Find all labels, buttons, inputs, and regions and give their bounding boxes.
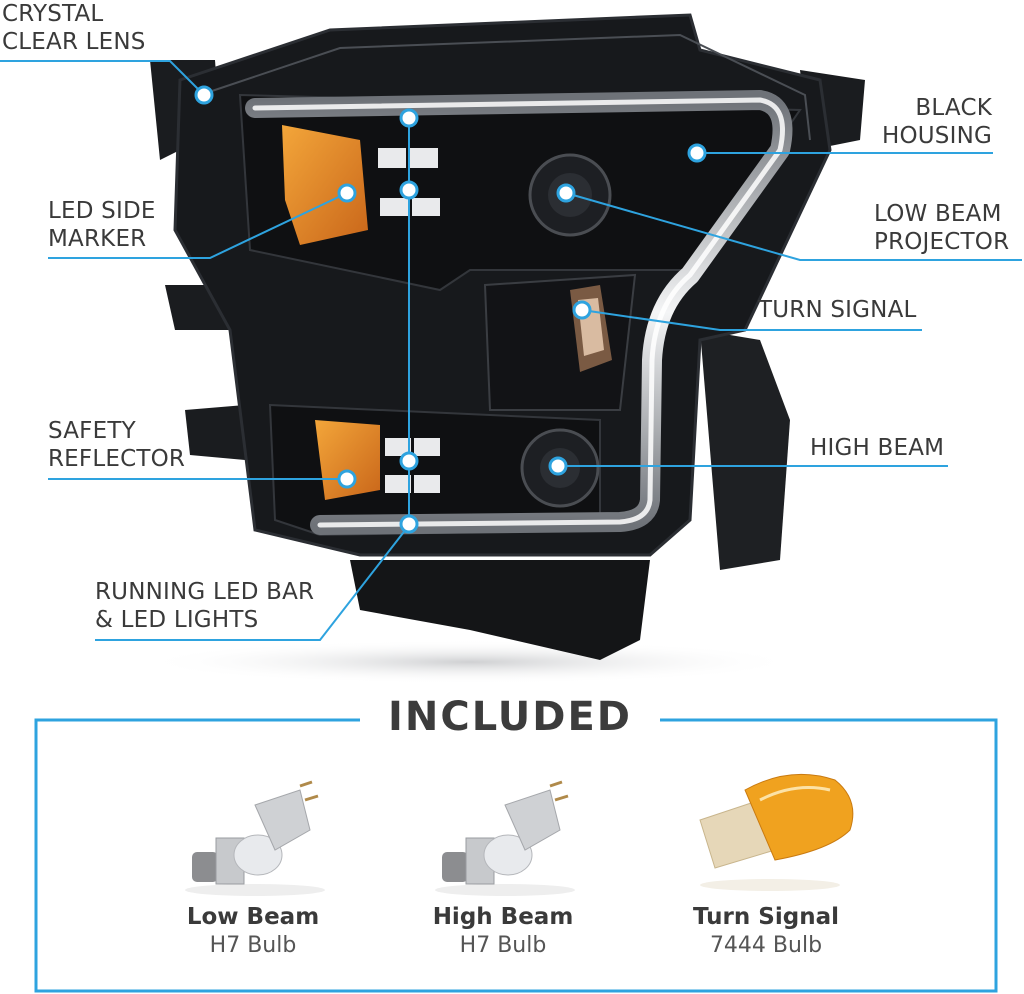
bulb-name: Turn Signal <box>693 904 839 930</box>
callout-led-side-marker: LED SIDE MARKER <box>48 197 156 253</box>
amber-7444-bulb-icon <box>699 773 854 891</box>
callout-black-housing: BLACK HOUSING <box>882 94 992 150</box>
dot-high-beam <box>548 456 568 476</box>
led-light-block <box>414 438 440 456</box>
callout-text: RUNNING LED BAR <box>95 579 315 605</box>
led-light-block <box>412 198 440 216</box>
bulb-name: Low Beam <box>186 904 320 930</box>
callout-text: CLEAR LENS <box>2 29 146 55</box>
callout-turn-signal: TURN SIGNAL <box>758 296 917 324</box>
callout-text: PROJECTOR <box>874 229 1010 255</box>
dot-led-light-lower <box>399 451 419 471</box>
callout-dots <box>194 85 707 534</box>
callout-running-led-bar: RUNNING LED BAR & LED LIGHTS <box>95 578 314 634</box>
callout-text: CRYSTAL <box>2 1 104 27</box>
callout-text: LED SIDE <box>48 198 156 224</box>
bulb-type: H7 Bulb <box>209 933 297 958</box>
rear-housing <box>700 330 790 570</box>
callout-text: REFLECTOR <box>48 446 186 472</box>
dot-led-light-top <box>399 108 419 128</box>
left-lower-tab <box>185 405 245 460</box>
dot-running-led-bar <box>399 514 419 534</box>
upper-chamber <box>238 93 802 292</box>
included-item-turn-signal: Turn Signal 7444 Bulb <box>656 902 876 960</box>
callout-text: MARKER <box>48 226 147 252</box>
mounting-bracket <box>350 560 650 660</box>
callout-text: LOW BEAM <box>874 201 1002 227</box>
dot-black-housing <box>687 143 707 163</box>
included-title: INCLUDED <box>360 694 660 740</box>
ground-shadow <box>140 640 800 684</box>
dot-low-beam-projector <box>556 183 576 203</box>
included-item-low-beam: Low Beam H7 Bulb <box>143 902 363 960</box>
led-light-block <box>414 475 440 493</box>
led-light-block <box>385 438 411 456</box>
callout-text: & LED LIGHTS <box>95 607 259 633</box>
led-light-block <box>410 148 438 168</box>
dot-crystal-clear-lens <box>194 85 214 105</box>
callout-text: HIGH BEAM <box>810 435 945 461</box>
dot-turn-signal <box>572 300 592 320</box>
led-light-block <box>378 148 406 168</box>
dot-safety-reflector <box>337 469 357 489</box>
callout-text: SAFETY <box>48 418 136 444</box>
h7-bulb-icon <box>185 780 325 896</box>
included-item-high-beam: High Beam H7 Bulb <box>393 902 613 960</box>
callout-low-beam-projector: LOW BEAM PROJECTOR <box>874 200 1009 256</box>
lens-edge-highlight <box>199 33 811 141</box>
callout-text: TURN SIGNAL <box>758 297 917 323</box>
led-light-block <box>380 198 408 216</box>
h7-bulb-icon <box>435 780 575 896</box>
callout-text: HOUSING <box>881 123 992 149</box>
bulb-name: High Beam <box>432 904 574 930</box>
dot-led-side-marker <box>337 183 357 203</box>
callout-text: BLACK <box>915 95 992 121</box>
bulb-type: H7 Bulb <box>459 933 547 958</box>
led-light-block <box>385 475 411 493</box>
included-frame <box>34 718 998 993</box>
led-side-marker <box>282 125 368 245</box>
callout-crystal-clear-lens: CRYSTAL CLEAR LENS <box>2 0 146 56</box>
callout-safety-reflector: SAFETY REFLECTOR <box>48 417 185 473</box>
callout-high-beam: HIGH BEAM <box>810 434 944 462</box>
turn-signal-chamber <box>483 273 637 411</box>
bulb-type: 7444 Bulb <box>709 933 823 958</box>
dot-led-light-upper <box>399 180 419 200</box>
